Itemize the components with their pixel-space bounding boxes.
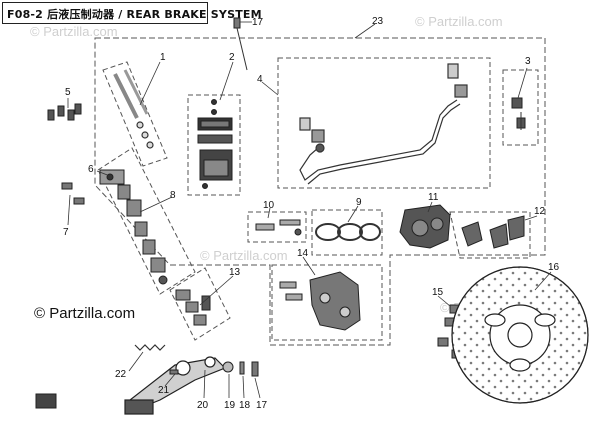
watermark-top-left: © Partzilla.com	[30, 24, 118, 39]
group-box-14	[271, 264, 383, 341]
callout-10: 10	[263, 200, 275, 211]
group-box-1	[102, 61, 168, 167]
callout-9: 9	[356, 197, 362, 208]
watermark-top-right: © Partzilla.com	[415, 14, 503, 29]
diagram-title-box: F08-2 后液压制动器 / REAR BRAKE SYSTEM	[2, 2, 262, 24]
callout-7: 7	[63, 227, 69, 238]
callout-12: 12	[534, 206, 546, 217]
callout-17-top: 17	[252, 17, 264, 28]
group-box-8	[97, 147, 196, 295]
callout-17-bottom: 17	[256, 400, 268, 411]
callout-6: 6	[88, 164, 94, 175]
brand-label: © Partzilla.com	[34, 305, 136, 322]
group-box-4	[277, 57, 491, 189]
part-14-bracket	[279, 271, 361, 331]
part-17-bolt-top	[233, 17, 248, 71]
callout-16: 16	[548, 262, 560, 273]
callout-2: 2	[229, 52, 235, 63]
part-11-caliper	[399, 204, 451, 249]
part-6-clevis	[99, 169, 125, 185]
part-16-brake-disc	[451, 266, 589, 404]
callout-18: 18	[239, 400, 251, 411]
group-box-9	[311, 209, 383, 256]
callout-3: 3	[525, 56, 531, 67]
diagram-title: F08-2 后液压制动器 / REAR BRAKE SYSTEM	[7, 8, 262, 21]
callout-13: 13	[229, 267, 241, 278]
callout-22: 22	[115, 369, 127, 380]
part-3-bleeder	[511, 97, 526, 130]
group-outline-23	[94, 37, 546, 346]
part-4-brake-hose	[299, 63, 468, 185]
watermark-middle: © Partzilla.com	[200, 248, 288, 263]
callout-8: 8	[170, 190, 176, 201]
part-8-master-cylinder	[117, 184, 168, 285]
fwd-badge	[35, 393, 57, 409]
part-1-push-rod	[113, 69, 154, 149]
callout-14: 14	[297, 248, 309, 259]
part-12-brake-pads	[461, 215, 525, 249]
part-7-bolts	[61, 182, 85, 205]
callout-21: 21	[158, 385, 170, 396]
part-2-reservoir	[197, 99, 233, 189]
part-20-brake-pedal	[124, 356, 227, 415]
group-box-10	[247, 211, 307, 243]
part-19-washer	[222, 361, 234, 373]
part-9-seals	[315, 223, 381, 241]
callout-5: 5	[65, 87, 71, 98]
leader-lines	[67, 21, 552, 399]
callout-15: 15	[432, 287, 444, 298]
group-box-3	[502, 69, 539, 146]
group-box-12	[449, 211, 531, 259]
callout-19: 19	[224, 400, 236, 411]
part-18-pin	[239, 361, 245, 375]
part-5-screws	[47, 103, 82, 121]
part-13-fittings	[175, 289, 211, 326]
callout-23: 23	[372, 16, 384, 27]
callout-4: 4	[257, 74, 263, 85]
part-10-bolt-set	[255, 219, 302, 236]
part-17-bolt-bottom	[251, 361, 259, 377]
group-box-13	[169, 267, 231, 341]
group-box-2	[187, 94, 241, 196]
callout-20: 20	[197, 400, 209, 411]
callout-11: 11	[428, 192, 439, 203]
callout-1: 1	[160, 52, 166, 63]
part-21-pin	[169, 369, 179, 375]
part-22-spring	[134, 344, 166, 351]
